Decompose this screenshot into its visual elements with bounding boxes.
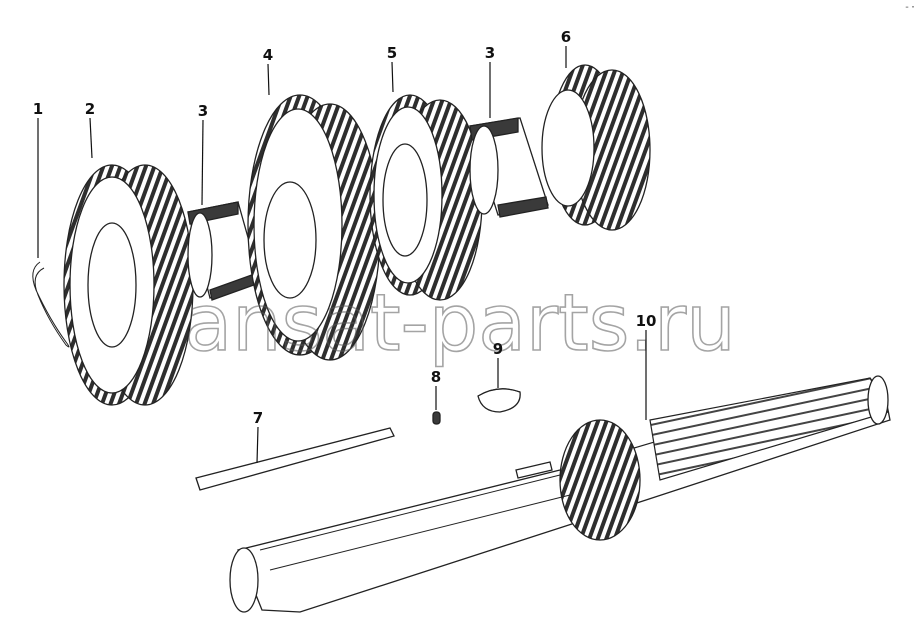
watermark-text: ansat-parts.ru [184,279,735,369]
part-10-main-shaft [229,375,891,613]
callout-9: 9 [493,340,503,358]
part-2-gear [63,164,194,406]
part-7-key [195,427,395,491]
part-1-snap-ring [32,261,70,348]
corner-mark: -· [904,2,916,13]
callout-8: 8 [431,368,441,386]
part-3-needle-bearing-right [469,117,549,218]
callout-7: 7 [253,409,263,427]
part-3-needle-bearing-left [187,201,263,301]
part-9-woodruff-key [477,388,521,413]
callout-3-left: 3 [198,102,208,120]
callout-5: 5 [387,44,397,62]
callout-6: 6 [561,28,571,46]
part-6-gear [541,64,651,231]
part-8-pin [432,411,441,425]
callout-2: 2 [85,100,95,118]
callout-1: 1 [33,100,43,118]
part-4-gear [247,94,381,361]
callout-10: 10 [636,312,657,330]
callout-3-right: 3 [485,44,495,62]
part-5-gear [369,94,483,301]
callout-4: 4 [263,46,273,64]
